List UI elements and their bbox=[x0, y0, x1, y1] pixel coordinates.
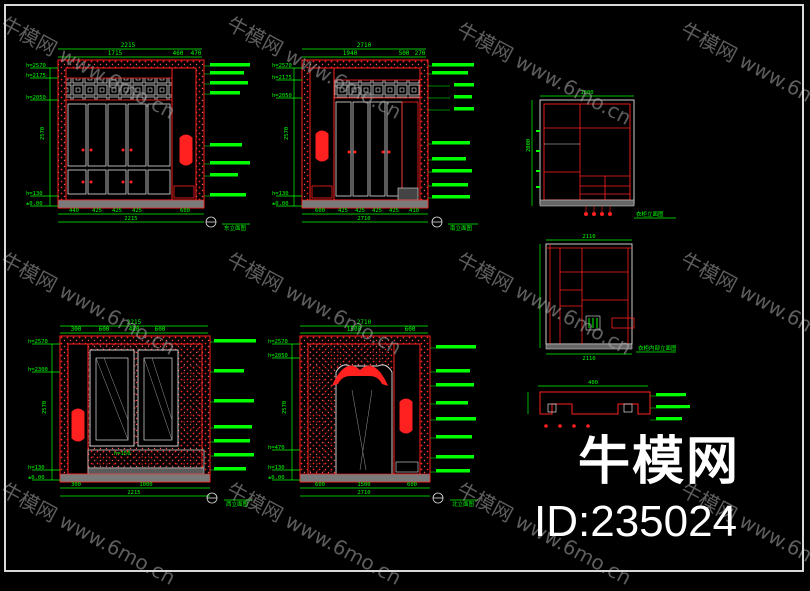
model-id-label: ID:235024 bbox=[534, 497, 738, 546]
elev2-level-1: h=2570 bbox=[272, 63, 292, 69]
elev1-title: 东立面图 bbox=[224, 224, 247, 232]
elev2-top-dim-a: 1940 bbox=[343, 50, 358, 57]
elev2-level-5: ±0.00 bbox=[272, 201, 289, 207]
elev2-top-dim-total: 2710 bbox=[357, 42, 372, 49]
elev3-bottom-dim-1: 300 bbox=[71, 482, 81, 488]
elev3-top-dim-total: 2215 bbox=[127, 319, 142, 326]
elev1-top-dim-c: 470 bbox=[191, 50, 202, 57]
elev2-top-dim-b: 500 bbox=[399, 50, 410, 57]
elev3-top-dim-d: 600 bbox=[155, 326, 166, 333]
elev2-bottom-dim-3: 425 bbox=[355, 208, 365, 214]
elev3-top-dim-b: 600 bbox=[99, 326, 110, 333]
elev3-level-4: ±0.00 bbox=[28, 475, 45, 481]
elev4-bottom-dim-3: 600 bbox=[407, 482, 417, 488]
elev3-top-dim-a: 300 bbox=[71, 326, 82, 333]
elev3-title: 西立面图 bbox=[226, 500, 249, 508]
cab1-top-dim: 1800 bbox=[580, 90, 593, 96]
elev1-level-3: h=2050 bbox=[26, 95, 46, 101]
elev1-bottom-dim-1: 440 bbox=[69, 208, 79, 214]
cab1-side-dim: 2000 bbox=[526, 139, 532, 152]
elev1-level-4: h=130 bbox=[26, 191, 43, 197]
elev2-bottom-dim-1: 600 bbox=[315, 208, 325, 214]
cab2-top-dim: 2110 bbox=[582, 234, 595, 240]
cad-canvas: 2215 1715 460 470 bbox=[0, 4, 810, 590]
cab1-title: 衣柜立面图 bbox=[636, 210, 664, 218]
elev3-level-2: h=2300 bbox=[28, 367, 48, 373]
elev1-bottom-dim-3: 425 bbox=[112, 208, 122, 214]
elev3-level-3: h=130 bbox=[28, 465, 45, 471]
elev1-bottom-total: 2215 bbox=[124, 216, 137, 222]
elev2-bottom-dim-6: 410 bbox=[409, 208, 419, 214]
elev4-level-1: h=2570 bbox=[268, 339, 288, 345]
elev4-level-5: ±0.00 bbox=[268, 475, 285, 481]
cabinet-interior-elevation: 2110 2110 衣柜内部立面图 bbox=[539, 234, 677, 362]
elev2-bottom-dim-2: 425 bbox=[338, 208, 348, 214]
elev3-level-1: h=2570 bbox=[28, 339, 48, 345]
elev1-top-dim-b: 460 bbox=[173, 50, 184, 57]
elev2-level-3: h=2050 bbox=[272, 93, 292, 99]
elev3-bottom-dim-2: 1000 bbox=[139, 482, 152, 488]
elev2-title: 南立面图 bbox=[450, 224, 473, 232]
elevation-east: 2215 1715 460 470 bbox=[26, 42, 250, 232]
elev1-level-2: h=2175 bbox=[26, 73, 46, 79]
elev1-bottom-dim-2: 425 bbox=[92, 208, 102, 214]
cabinet-elevation: 1800 2000 衣柜立面图 bbox=[526, 90, 676, 219]
cab2-title: 衣柜内部立面图 bbox=[638, 344, 677, 352]
cab2-bottom-dim: 2110 bbox=[582, 356, 595, 362]
elev4-height: 2570 bbox=[282, 401, 288, 414]
elev1-top-dim-a: 1715 bbox=[108, 50, 123, 57]
elev3-bench-label: h=150 bbox=[114, 451, 131, 457]
elev2-bottom-total: 2710 bbox=[357, 216, 370, 222]
elev4-top-dim-b: 600 bbox=[405, 326, 416, 333]
elev1-height: 2570 bbox=[40, 127, 46, 140]
elevation-south: 2710 1940 500 270 bbox=[272, 42, 478, 232]
elev4-level-3: h=470 bbox=[268, 445, 285, 451]
elev1-level-1: h=2570 bbox=[26, 63, 46, 69]
elev3-bottom-total: 2215 bbox=[127, 490, 140, 496]
elev1-bottom-dim-4: 425 bbox=[132, 208, 142, 214]
bench-detail: 400 bbox=[527, 380, 690, 428]
elev2-bottom-dim-5: 425 bbox=[389, 208, 399, 214]
cad-drawing: 2215 1715 460 470 bbox=[26, 42, 690, 508]
elevation-north: 2710 1500 600 h=2570 h=2050 h=470 h=130 bbox=[268, 319, 478, 508]
detail-top-dim: 400 bbox=[588, 380, 598, 386]
brand-logo-text: 牛模网 bbox=[578, 432, 741, 492]
elev4-bottom-total: 2710 bbox=[357, 490, 370, 496]
elev2-top-dim-c: 270 bbox=[415, 50, 426, 57]
elev1-level-5: ±0.00 bbox=[26, 201, 43, 207]
elevation-west: 2215 300 600 480 600 h=150 bbox=[28, 319, 256, 508]
elev2-height: 2570 bbox=[284, 127, 290, 140]
drawing-border bbox=[4, 4, 804, 572]
elev4-level-4: h=130 bbox=[268, 465, 285, 471]
elev3-height: 2570 bbox=[42, 401, 48, 414]
elev3-top-dim-c: 480 bbox=[129, 326, 140, 333]
elev4-top-dim-a: 1500 bbox=[347, 326, 362, 333]
elev2-bottom-dim-4: 425 bbox=[372, 208, 382, 214]
elev4-bottom-dim-2: 1500 bbox=[357, 482, 370, 488]
elev2-level-4: h=130 bbox=[272, 191, 289, 197]
elev2-level-2: h=2175 bbox=[272, 75, 292, 81]
elev4-top-dim-total: 2710 bbox=[357, 319, 372, 326]
elev4-title: 北立面图 bbox=[452, 500, 475, 508]
elev4-bottom-dim-1: 600 bbox=[315, 482, 325, 488]
elev1-bottom-dim-5: 600 bbox=[180, 208, 190, 214]
elev4-level-2: h=2050 bbox=[268, 353, 288, 359]
elev1-top-dim-total: 2215 bbox=[121, 42, 136, 49]
